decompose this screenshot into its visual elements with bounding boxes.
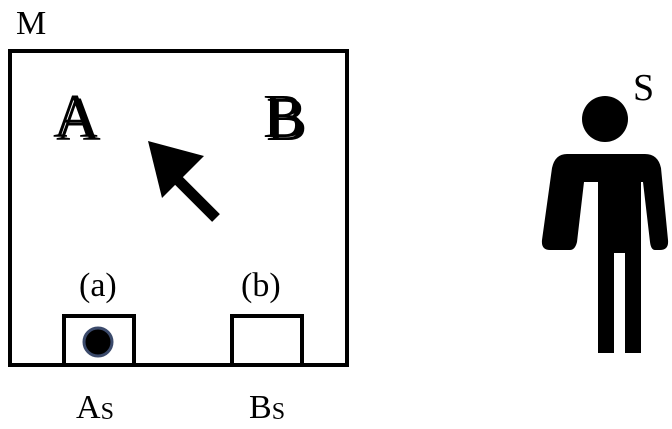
slot-b-sublabel: BS — [249, 389, 285, 426]
slot-b-label: (b) — [241, 267, 281, 304]
slot-a-dot — [82, 326, 114, 358]
person-label: S — [633, 67, 654, 109]
slot-a-sub-script: S — [101, 399, 114, 425]
slot-a-sub-main: A — [76, 389, 101, 426]
frame-label: M — [16, 5, 46, 42]
region-b-label: B — [263, 83, 304, 151]
slot-b-sub-script: S — [272, 399, 285, 425]
region-a-label: A — [53, 83, 98, 151]
region-b-shadow: B — [266, 86, 307, 154]
frame-box — [8, 49, 349, 367]
arrow-up-left-icon — [148, 141, 220, 222]
person-icon — [541, 96, 669, 353]
slot-a-sublabel: AS — [76, 389, 114, 426]
slot-a-label: (a) — [79, 267, 117, 304]
slot-b-box — [230, 314, 304, 367]
region-a-shadow: A — [56, 86, 101, 154]
slot-b-sub-main: B — [249, 389, 272, 426]
